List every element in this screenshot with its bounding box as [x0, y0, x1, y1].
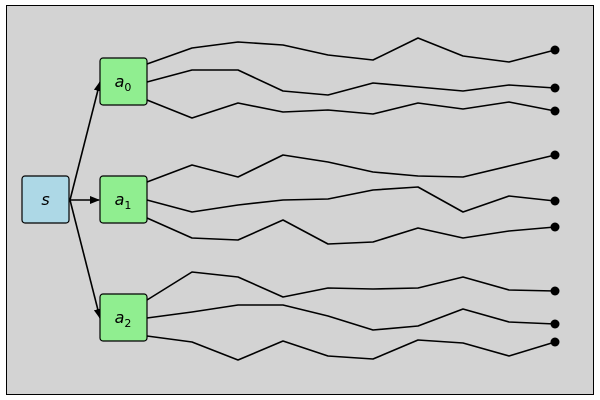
- root-edges: [69, 81, 102, 319]
- trajectory-line: [146, 99, 556, 119]
- trajectory-line: [146, 37, 556, 65]
- trajectory-line: [146, 335, 556, 361]
- trajectories-a2: [146, 271, 556, 361]
- trajectories-a0: [146, 37, 556, 119]
- node-a1-label: a1: [115, 190, 132, 212]
- node-a0-box: [99, 57, 148, 106]
- node-s-box: [21, 175, 70, 224]
- trajectory-endpoints-a0: [550, 45, 560, 116]
- trajectory-endpoint: [550, 286, 560, 296]
- node-a2: a2: [99, 293, 148, 342]
- node-a2-letter: a: [115, 308, 125, 327]
- node-a1-subscript: 1: [124, 199, 131, 212]
- trajectory-line: [146, 271, 556, 301]
- trajectory-line: [146, 217, 556, 245]
- node-s: s: [21, 175, 70, 224]
- trajectory-line: [146, 186, 556, 213]
- trajectory-endpoint: [550, 337, 560, 347]
- node-a0: a0: [99, 57, 148, 106]
- trajectory-line: [146, 304, 556, 331]
- trajectory-line: [146, 154, 556, 183]
- trajectory-endpoints-a2: [550, 286, 560, 347]
- trajectories-a1: [146, 154, 556, 245]
- node-a0-label: a0: [115, 72, 132, 94]
- trajectory-endpoint: [550, 106, 560, 116]
- trajectory-line: [146, 69, 556, 96]
- node-a1-box: [99, 175, 148, 224]
- trajectory-endpoint: [550, 196, 560, 206]
- trajectory-endpoint: [550, 83, 560, 93]
- node-a0-letter: a: [115, 72, 125, 91]
- edge-s-a2: [69, 199, 102, 319]
- trajectory-endpoint: [550, 319, 560, 329]
- trajectory-endpoint: [550, 222, 560, 232]
- node-a2-subscript: 2: [124, 317, 131, 330]
- edge-s-a0: [69, 81, 102, 201]
- trajectory-endpoints-a1: [550, 150, 560, 232]
- node-a0-subscript: 0: [124, 81, 131, 94]
- node-a1-letter: a: [115, 190, 125, 209]
- trajectory-endpoint: [550, 45, 560, 55]
- node-s-label: s: [41, 190, 49, 209]
- trajectory-endpoint: [550, 150, 560, 160]
- node-a2-label: a2: [115, 308, 132, 330]
- node-a1: a1: [99, 175, 148, 224]
- node-a2-box: [99, 293, 148, 342]
